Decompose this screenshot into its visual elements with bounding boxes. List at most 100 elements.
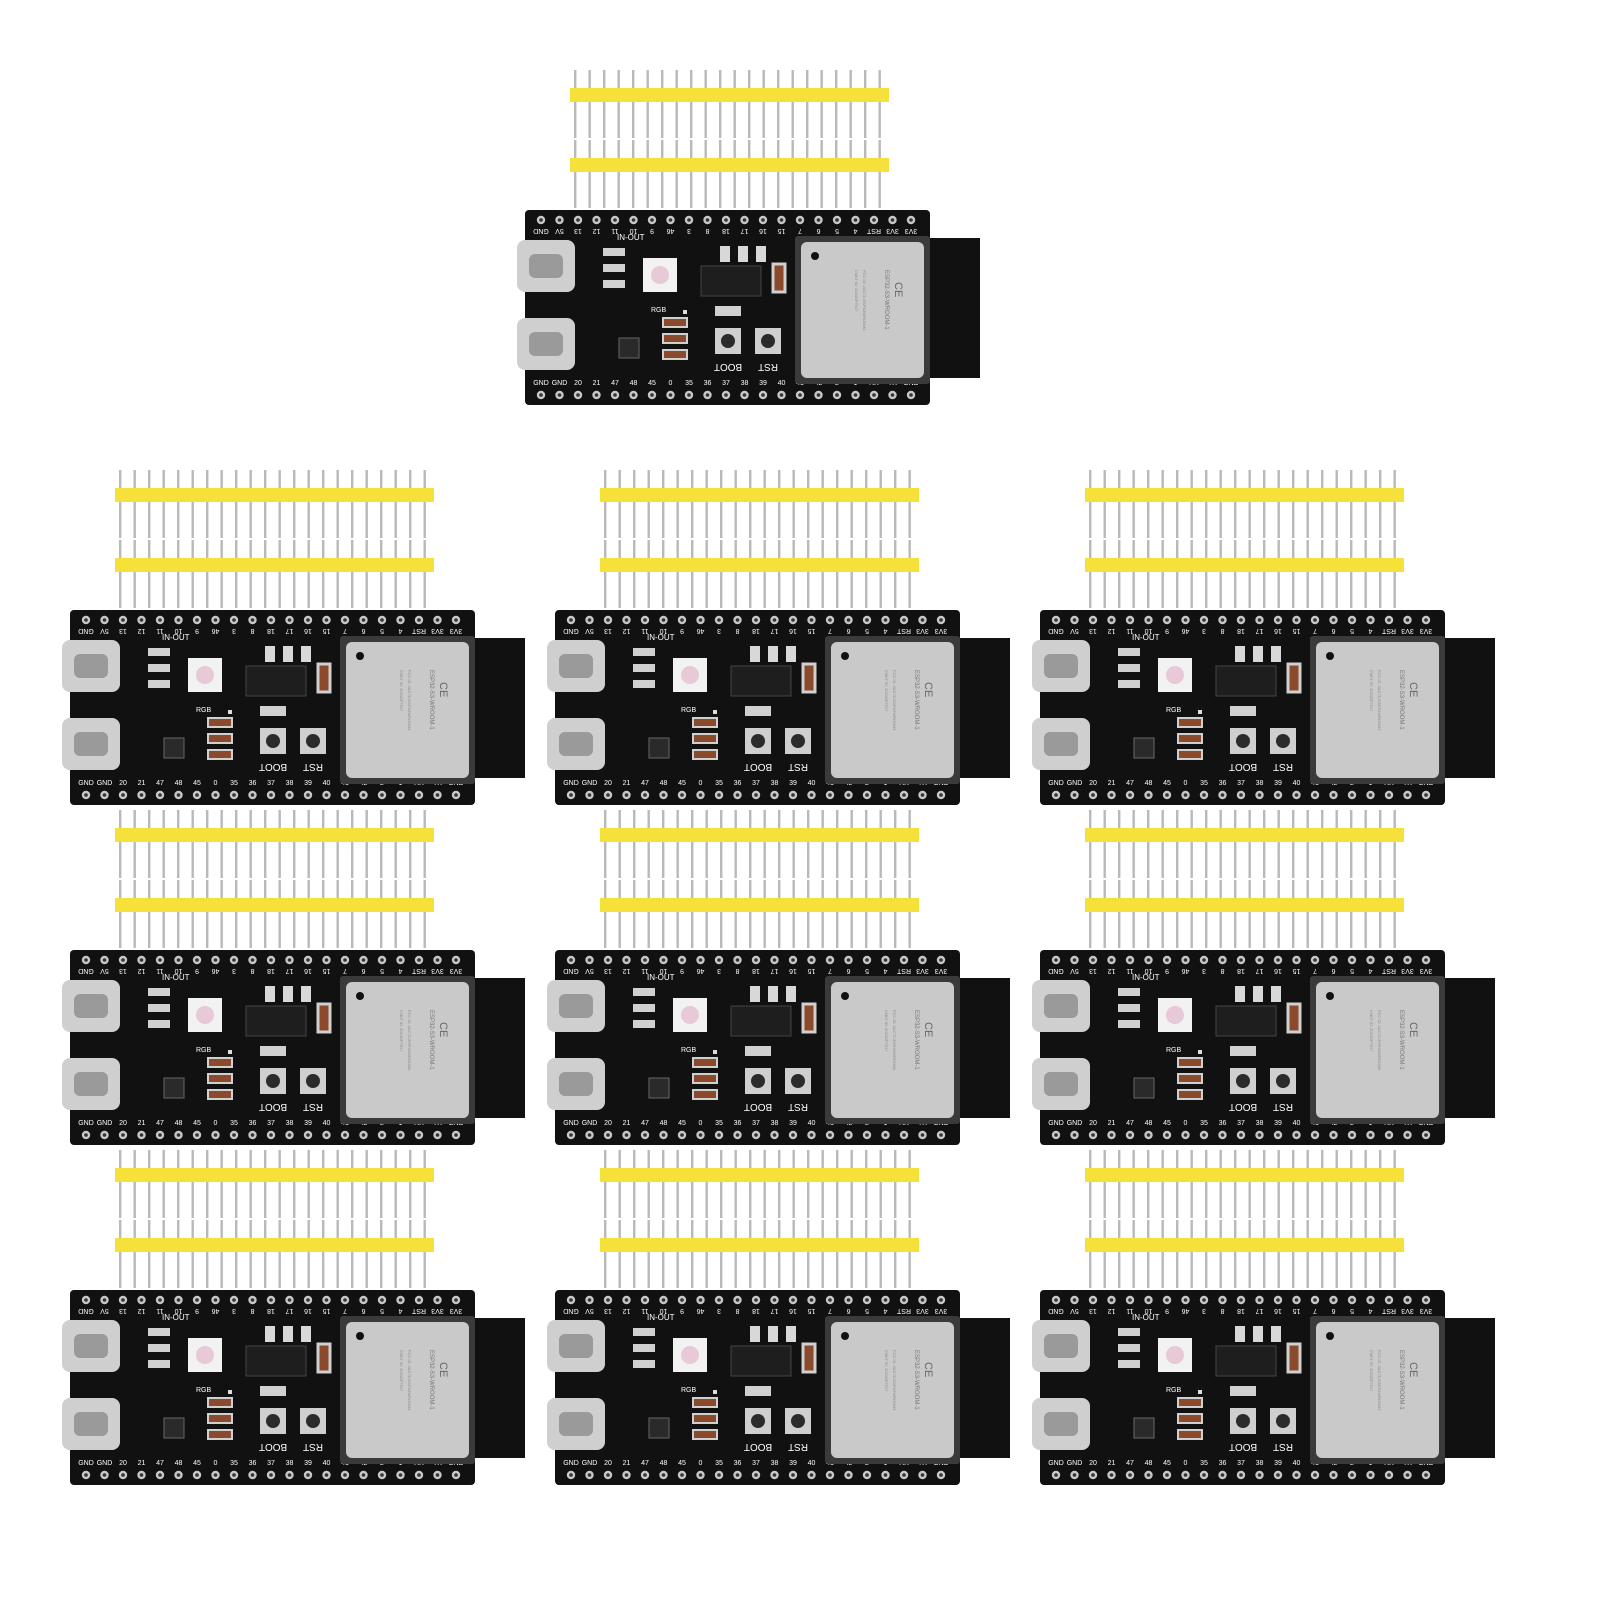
- pin-label: 13: [574, 227, 582, 234]
- header-pin: [1292, 810, 1295, 878]
- pin-label: 48: [660, 1120, 668, 1127]
- header-pin: [807, 810, 810, 878]
- pin-label: 12: [1108, 1307, 1116, 1314]
- pin-label: 3: [1202, 627, 1206, 634]
- header-pin: [662, 1220, 665, 1288]
- header-pin: [778, 1220, 781, 1288]
- boot-button: [260, 1068, 286, 1094]
- pin-label: 15: [778, 227, 786, 234]
- pin-label: 45: [678, 1120, 686, 1127]
- header-pin: [336, 540, 339, 608]
- pin-label: 16: [304, 967, 312, 974]
- header-pin: [278, 1220, 281, 1288]
- header-pin: [894, 1150, 897, 1218]
- header-pin: [604, 1150, 607, 1218]
- header-pin: [908, 1150, 911, 1218]
- pin-label: 5V: [100, 1307, 109, 1314]
- header-pin: [1263, 880, 1266, 948]
- header-pin: [133, 470, 136, 538]
- pin-label: 12: [1108, 627, 1116, 634]
- header-pin: [1306, 1220, 1309, 1288]
- header-pin: [1147, 540, 1150, 608]
- top-pin-row: [81, 615, 461, 625]
- module-name: ESP32-S3-WROOM-1: [883, 270, 889, 330]
- header-pin: [705, 470, 708, 538]
- esp32-module: [340, 1316, 475, 1464]
- pin-label: RST: [1381, 1307, 1396, 1314]
- header-pin: [1263, 540, 1266, 608]
- pin-label: GND: [563, 627, 579, 634]
- pin-label: 17: [1256, 627, 1264, 634]
- header-pin: [206, 540, 209, 608]
- pin-label: 13: [119, 627, 127, 634]
- header-pin: [1147, 1150, 1150, 1218]
- pin-label: 7: [798, 227, 802, 234]
- header-pin: [749, 880, 752, 948]
- pin-label: 21: [1108, 1460, 1116, 1467]
- pin-label: 38: [771, 1120, 779, 1127]
- pin-label: 7: [828, 967, 832, 974]
- header-pin: [365, 540, 368, 608]
- module-fcc: FCC ID: 2AC7Z-ESPS3WROOM1: [892, 1350, 897, 1411]
- rst-button: [785, 1408, 811, 1434]
- header-pin: [836, 810, 839, 878]
- header-pin: [336, 1220, 339, 1288]
- pin-label: GND: [78, 1460, 94, 1467]
- pin-label: 40: [323, 1460, 331, 1467]
- pin-label: 46: [697, 967, 705, 974]
- pin-label: GND: [533, 227, 549, 234]
- header-pin: [618, 1150, 621, 1218]
- header-pin: [278, 810, 281, 878]
- header-pin: [235, 1220, 238, 1288]
- pin-label: 5: [865, 1307, 869, 1314]
- pin-label: 20: [604, 780, 612, 787]
- antenna-area: [930, 238, 980, 378]
- pin-label: 38: [771, 1460, 779, 1467]
- pin-label: 10: [175, 967, 183, 974]
- header-pin: [1306, 1150, 1309, 1218]
- pin-label: 40: [1293, 780, 1301, 787]
- header-pin: [1219, 1150, 1222, 1218]
- pin-label: 4: [1368, 967, 1372, 974]
- pin-label: 47: [641, 1460, 649, 1467]
- header-pin: [1292, 1150, 1295, 1218]
- header-pin: [676, 540, 679, 608]
- boot-button: [745, 1408, 771, 1434]
- pin-label: 13: [1089, 967, 1097, 974]
- header-pin: [351, 1150, 354, 1218]
- header-pin: [1350, 1220, 1353, 1288]
- header-pin: [1234, 810, 1237, 878]
- pin-label: 36: [734, 1460, 742, 1467]
- pin-label: 36: [704, 380, 712, 387]
- pin-label: 39: [1274, 1120, 1282, 1127]
- pin-label: 16: [789, 1307, 797, 1314]
- header-pin: [647, 810, 650, 878]
- pin-label: 36: [249, 1460, 257, 1467]
- pin-label: 18: [1237, 627, 1245, 634]
- header-pin: [865, 540, 868, 608]
- pin-label: 3V3: [1420, 1307, 1433, 1314]
- header-pin: [646, 70, 649, 138]
- header-pin: [1234, 540, 1237, 608]
- header-pin: [633, 1150, 636, 1218]
- header-pin: [307, 1220, 310, 1288]
- header-pin: [119, 540, 122, 608]
- rst-label: RST: [303, 1101, 323, 1112]
- header-pin: [1089, 1150, 1092, 1218]
- header-pin: [1364, 880, 1367, 948]
- ce-mark: CE: [892, 282, 904, 297]
- rst-label: RST: [303, 1441, 323, 1452]
- header-pin: [865, 470, 868, 538]
- header-pin: [1335, 1220, 1338, 1288]
- antenna-area: [960, 978, 1010, 1118]
- pin-label: 3V3: [886, 227, 899, 234]
- usb-c-port-top: [547, 640, 605, 692]
- header-pin: [162, 880, 165, 948]
- header-pin: [206, 1150, 209, 1218]
- header-pin: [835, 70, 838, 138]
